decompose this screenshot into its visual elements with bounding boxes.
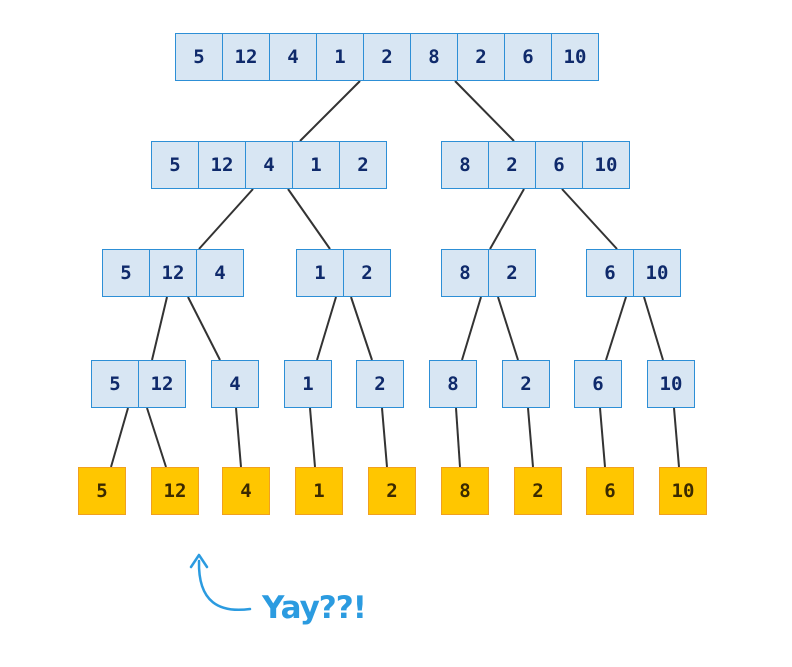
tree-edge (235, 407, 242, 468)
array-cell: 2 (364, 33, 411, 81)
tree-edge (299, 80, 361, 142)
array-cell: 6 (536, 141, 583, 189)
array-cell: 1 (293, 141, 340, 189)
leaf-node: 1 (295, 467, 343, 515)
leaf-cell: 2 (514, 467, 562, 515)
array-cell: 5 (175, 33, 223, 81)
array-cell: 6 (574, 360, 622, 408)
tree-edge (454, 80, 515, 142)
array-cell: 10 (552, 33, 599, 81)
tree-edge (309, 407, 316, 468)
array-cell: 2 (489, 141, 536, 189)
leaf-cell: 6 (586, 467, 634, 515)
leaf-cell: 5 (78, 467, 126, 515)
tree-edge (350, 296, 373, 361)
array-node: 1 (284, 360, 332, 408)
array-node: 6 (574, 360, 622, 408)
annotation-text: Yay??! (262, 590, 367, 626)
array-cell: 1 (284, 360, 332, 408)
leaf-cell: 12 (151, 467, 199, 515)
array-cell: 8 (411, 33, 458, 81)
array-node: 10 (647, 360, 695, 408)
array-cell: 8 (441, 141, 489, 189)
tree-edge (489, 188, 525, 250)
array-cell: 2 (356, 360, 404, 408)
array-cell: 5 (102, 249, 150, 297)
leaf-cell: 8 (441, 467, 489, 515)
tree-edge (643, 296, 664, 361)
leaf-node: 5 (78, 467, 126, 515)
leaf-node: 8 (441, 467, 489, 515)
array-cell: 2 (502, 360, 550, 408)
tree-edge (461, 296, 482, 361)
tree-edge (187, 296, 221, 361)
array-cell: 2 (489, 249, 536, 297)
tree-edge (527, 407, 534, 468)
curved-arrow-up-icon (189, 553, 252, 612)
tree-edge (146, 407, 167, 468)
array-node: 4 (211, 360, 259, 408)
tree-edge (151, 296, 168, 361)
tree-edge (599, 407, 606, 468)
leaf-node: 6 (586, 467, 634, 515)
array-cell: 4 (246, 141, 293, 189)
array-cell: 10 (634, 249, 681, 297)
array-cell: 2 (458, 33, 505, 81)
leaf-node: 2 (368, 467, 416, 515)
leaf-node: 4 (222, 467, 270, 515)
array-cell: 8 (429, 360, 477, 408)
array-cell: 12 (150, 249, 197, 297)
tree-edge (561, 188, 618, 250)
tree-edge (497, 296, 519, 361)
array-cell: 12 (223, 33, 270, 81)
leaf-node: 10 (659, 467, 707, 515)
array-cell: 6 (586, 249, 634, 297)
array-cell: 5 (91, 360, 139, 408)
tree-edge (316, 296, 337, 361)
leaf-cell: 4 (222, 467, 270, 515)
array-cell: 4 (211, 360, 259, 408)
tree-edge (287, 188, 331, 250)
array-node: 2 (502, 360, 550, 408)
tree-edge (605, 296, 627, 361)
leaf-node: 12 (151, 467, 199, 515)
array-cell: 2 (344, 249, 391, 297)
leaf-cell: 1 (295, 467, 343, 515)
tree-edge (455, 407, 461, 468)
array-cell: 5 (151, 141, 199, 189)
array-node: 2 (356, 360, 404, 408)
array-cell: 4 (270, 33, 317, 81)
tree-edge (198, 188, 254, 250)
leaf-cell: 2 (368, 467, 416, 515)
array-cell: 6 (505, 33, 552, 81)
array-cell: 12 (139, 360, 186, 408)
array-cell: 12 (199, 141, 246, 189)
leaf-node: 2 (514, 467, 562, 515)
array-cell: 1 (317, 33, 364, 81)
array-cell: 10 (583, 141, 630, 189)
array-cell: 1 (296, 249, 344, 297)
array-cell: 8 (441, 249, 489, 297)
array-cell: 2 (340, 141, 387, 189)
tree-edge (110, 407, 129, 468)
array-cell: 10 (647, 360, 695, 408)
tree-edge (381, 407, 388, 468)
leaf-cell: 10 (659, 467, 707, 515)
array-node: 8 (429, 360, 477, 408)
tree-edge (673, 407, 680, 468)
array-cell: 4 (197, 249, 244, 297)
